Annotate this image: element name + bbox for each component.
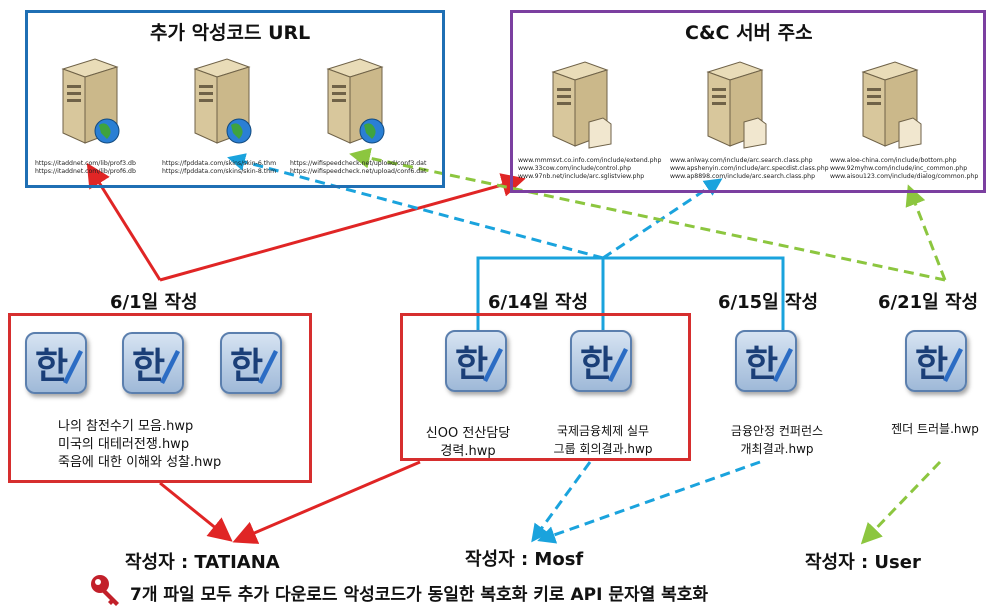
- server-document-icon: [545, 58, 625, 150]
- file-name: 금융안정 컨퍼런스 개최결과.hwp: [730, 424, 824, 456]
- file-name: 국제금융체제 실무 그룹 회의결과.hwp: [553, 424, 653, 456]
- malware-url-box: [25, 10, 445, 188]
- summary-note: 7개 파일 모두 추가 다운로드 악성코드가 동일한 복호화 키로 API 문자…: [130, 585, 709, 605]
- cnc-box-title: C&C 서버 주소: [685, 22, 813, 44]
- blue-dashed-g2-mosf: [531, 461, 592, 543]
- url-box-title: 추가 악성코드 URL: [150, 22, 311, 44]
- green-dashed-to-url: [349, 147, 946, 282]
- date-label: 6/14일 작성: [488, 292, 589, 313]
- hwp-file-icon: 한: [25, 332, 87, 394]
- hwp-file-icon: 한: [905, 330, 967, 392]
- svg-text:한: 한: [915, 344, 948, 385]
- url-list-1: https://itaddnet.com/lib/prof3.db https:…: [35, 160, 136, 175]
- hwp-file-icon: 한: [122, 332, 184, 394]
- author-label: 작성자 : User: [805, 552, 921, 573]
- author-label: 작성자 : Mosf: [465, 549, 584, 570]
- server-document-icon: [855, 58, 935, 150]
- red-arrow-g1-tatiana: [159, 481, 233, 542]
- url-list-3: https://wifispeedcheck.net/upload/conf3.…: [290, 160, 427, 175]
- hwp-file-icon: 한: [445, 330, 507, 392]
- file-name: 젠더 트러블.hwp: [891, 422, 979, 436]
- green-dashed-to-cnc: [905, 184, 947, 281]
- red-arrow-g2-tatiana: [232, 460, 421, 544]
- blue-line-g2: [476, 256, 785, 330]
- url-list-2: https://fpddata.com/skins/skin-6.thm htt…: [162, 160, 277, 175]
- hwp-file-icon: 한: [220, 332, 282, 394]
- blue-dashed-to-url: [227, 153, 604, 260]
- server-globe-icon: [55, 55, 135, 147]
- file-group-0614: [400, 313, 691, 461]
- hwp-file-icon: 한: [735, 330, 797, 392]
- red-arrow-to-cnc: [159, 173, 526, 282]
- key-icon: [88, 572, 124, 608]
- blue-dashed-g3-mosf: [537, 460, 761, 544]
- hwp-file-icon: 한: [570, 330, 632, 392]
- file-group-0601: [8, 313, 312, 483]
- svg-text:한: 한: [580, 344, 613, 385]
- date-label: 6/21일 작성: [878, 292, 979, 313]
- svg-text:한: 한: [455, 344, 488, 385]
- cnc-server-box: [510, 10, 986, 193]
- svg-text:한: 한: [35, 346, 68, 387]
- cnc-list-1: www.mmmsvt.co.info.com/include/extend.ph…: [518, 157, 662, 180]
- cnc-list-2: www.anlway.com/include/arc.search.class.…: [670, 157, 829, 180]
- green-dashed-g4-user: [860, 460, 942, 545]
- svg-text:한: 한: [230, 346, 263, 387]
- date-label: 6/15일 작성: [718, 292, 819, 313]
- file-name-list: 나의 참전수기 모음.hwp 미국의 대테러전쟁.hwp 죽음에 대한 이해와 …: [58, 419, 222, 470]
- server-globe-icon: [320, 55, 400, 147]
- author-label: 작성자 : TATIANA: [125, 552, 280, 573]
- svg-text:한: 한: [745, 344, 778, 385]
- file-name: 신OO 전산담당 경력.hwp: [425, 426, 511, 459]
- server-globe-icon: [187, 55, 267, 147]
- server-document-icon: [700, 58, 780, 150]
- cnc-list-3: www.aloe-china.com/include/bottom.php ww…: [830, 157, 979, 180]
- date-label: 6/1일 작성: [110, 292, 198, 313]
- svg-text:한: 한: [132, 346, 165, 387]
